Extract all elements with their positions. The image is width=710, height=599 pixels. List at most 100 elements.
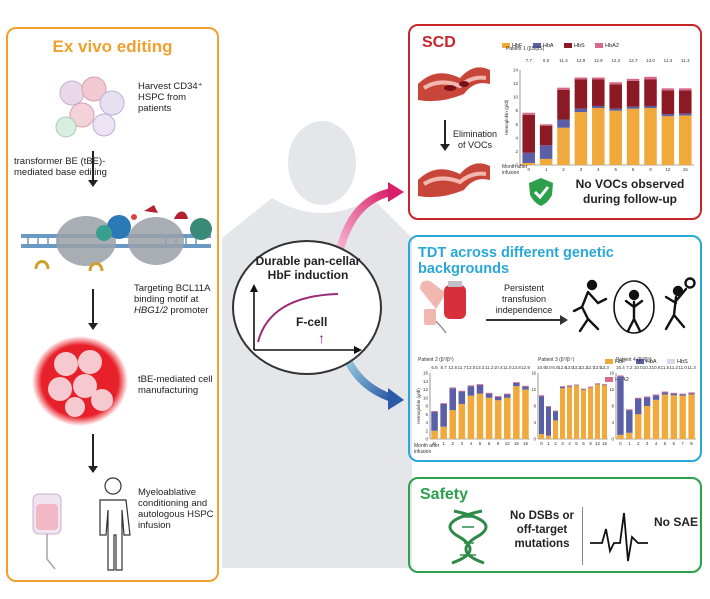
no-dsbs-text: No DSBs or off-target mutations <box>510 510 574 550</box>
total-hb-label: 11.2 <box>485 365 494 370</box>
total-hb-label: 12.9 <box>594 58 603 63</box>
bar-segment-hba2 <box>670 392 677 394</box>
x-tick-label: 9 <box>589 441 592 446</box>
bar-segment-hba2 <box>494 396 502 397</box>
bar-segment-hbs <box>679 90 692 114</box>
bar-segment-hbf <box>609 110 622 165</box>
x-tick-label: 2 <box>637 441 640 446</box>
y-axis-label: Hemoglobin (g/dl) <box>504 99 509 135</box>
y-tick-label: 4 <box>515 135 518 140</box>
x-tick-label: 2 <box>554 441 557 446</box>
bar-segment-hba <box>661 114 675 117</box>
bar-segment-hba2 <box>476 384 484 385</box>
divider <box>582 507 583 565</box>
tdt-panel: TDT across different genetic backgrounds… <box>408 235 702 462</box>
tdt-x-axis-label: Month after infusion <box>414 443 440 455</box>
bar-segment-hba <box>688 393 695 395</box>
bar-segment-hbf <box>661 394 669 439</box>
bar-segment-hbs <box>557 89 570 120</box>
total-hb-label: 15.4 <box>616 365 625 370</box>
total-hb-label: 13.0 <box>565 365 574 370</box>
y-tick-label: 8 <box>515 108 518 113</box>
patient3-label: Patient 3 (β⁰/β⁺) <box>538 357 575 363</box>
total-hb-label: 13.5 <box>593 365 602 370</box>
x-tick-label: 12 <box>665 167 671 172</box>
shield-check-icon <box>529 178 553 206</box>
total-hb-label: 7.2 <box>626 365 633 370</box>
y-tick-label: 16 <box>423 371 429 376</box>
x-tick-label: 0 <box>433 441 436 446</box>
total-hb-label: 10.8 <box>652 365 661 370</box>
arrow-right-icon <box>486 319 564 321</box>
bar-segment-hba <box>522 386 529 390</box>
total-hb-label: 13.3 <box>600 365 609 370</box>
blood-transfusion-icon <box>420 280 466 334</box>
total-hb-label: 10.4 <box>494 365 503 370</box>
total-hb-label: 6.0 <box>543 58 550 63</box>
active-people-icons <box>572 277 696 334</box>
x-tick-label: 6 <box>488 441 491 446</box>
bar-segment-hba2 <box>661 391 669 393</box>
legend-hbs: HbS <box>667 359 688 365</box>
legend-hbf: HbF <box>502 43 522 49</box>
y-tick-label: 14 <box>423 379 429 384</box>
bar-segment-hba2 <box>449 387 456 389</box>
bar-segment-hbf <box>440 426 447 439</box>
y-tick-label: 10 <box>513 95 519 100</box>
targeting-text-a: Targeting BCL11A binding motif at <box>134 283 210 305</box>
bar-segment-hbf <box>458 403 466 439</box>
total-hb-label: 12.7 <box>629 58 638 63</box>
bar-segment-hba2 <box>504 393 511 395</box>
bar-segment-hba <box>458 391 466 404</box>
harvest-step-text: Harvest CD34⁺ HSPC from patients <box>138 81 203 114</box>
total-hb-label: 13.0 <box>467 365 476 370</box>
x-tick-label: 4 <box>568 441 571 446</box>
total-hb-label: 10.0 <box>634 365 643 370</box>
bar-segment-hba2 <box>679 88 692 91</box>
hspc-cells-icon <box>55 76 125 138</box>
bar-segment-hba <box>539 145 553 159</box>
bar-segment-hba2 <box>522 112 535 115</box>
bar-segment-hbf <box>626 108 640 165</box>
y-tick-label: 0 <box>515 163 518 168</box>
bar-segment-hba <box>617 376 624 435</box>
y-tick-label: 12 <box>610 387 614 392</box>
bar-segment-hba2 <box>574 77 588 80</box>
total-hb-label: 8.7 <box>441 365 448 370</box>
bar-segment-hbf <box>559 388 566 439</box>
legend-hba: HbA <box>635 359 657 365</box>
arrow-down-icon <box>88 289 98 330</box>
hbf-induction-title: Durable pan-cellar HbF induction <box>255 254 361 282</box>
bar-segment-hbf <box>449 410 456 439</box>
ecg-heartbeat-icon <box>590 512 648 562</box>
x-axis-label: Month after infusion <box>502 164 528 176</box>
x-tick-label: 5 <box>664 441 667 446</box>
ex-vivo-editing-title: Ex vivo editing <box>52 37 173 56</box>
total-hb-label: 13.3 <box>476 365 485 370</box>
bar-segment-hba2 <box>594 383 601 385</box>
scd-panel: SCD Elimination of VOCs HbF HbA HbS HbA2… <box>408 24 702 220</box>
total-hb-label: 11.2 <box>670 365 679 370</box>
arrowhead-right-icon <box>560 315 568 325</box>
safety-title: Safety <box>420 486 469 503</box>
bar-segment-hbf <box>573 385 580 439</box>
bar-segment-hba <box>545 406 552 436</box>
bar-segment-hbf <box>513 386 520 439</box>
x-tick-label: 5 <box>479 441 482 446</box>
total-hb-label: 11.4 <box>559 58 568 63</box>
fcell-label: F-cell <box>296 315 328 329</box>
y-tick-label: 2 <box>515 149 518 154</box>
x-tick-label: 1 <box>547 441 550 446</box>
bar-segment-hbf <box>587 387 594 439</box>
hbf-induction-oval: Durable pan-cellar HbF induction F-cell … <box>232 240 382 375</box>
bar-segment-hba2 <box>522 385 529 387</box>
bar-segment-hbf <box>431 430 438 439</box>
transfusion-independence-text: Persistent transfusion independence <box>495 283 553 315</box>
targeting-text-c: promoter <box>167 305 209 316</box>
bar-segment-hba2 <box>587 386 594 388</box>
total-hb-label: 13.2 <box>572 365 581 370</box>
bar-segment-hbf <box>644 108 657 165</box>
x-tick-label: 15 <box>602 441 608 446</box>
